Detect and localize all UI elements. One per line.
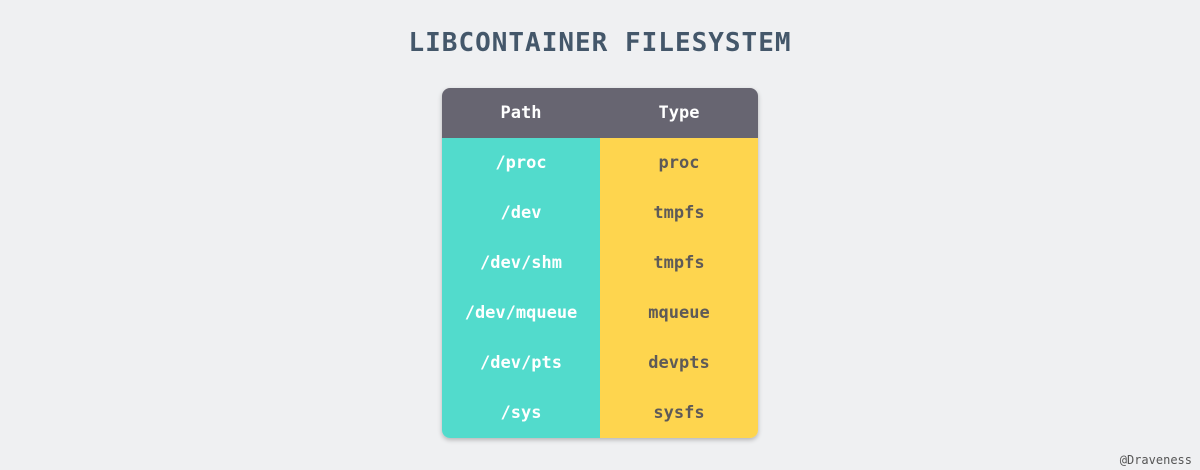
type-cell: sysfs bbox=[600, 388, 758, 438]
diagram-title: LIBCONTAINER FILESYSTEM bbox=[408, 28, 792, 58]
path-cell: /sys bbox=[442, 388, 600, 438]
type-cell: devpts bbox=[600, 338, 758, 388]
path-cell: /dev/shm bbox=[442, 238, 600, 288]
header-path: Path bbox=[500, 103, 542, 123]
type-cell: tmpfs bbox=[600, 238, 758, 288]
table-header: Path Type bbox=[442, 88, 758, 138]
type-cell: tmpfs bbox=[600, 188, 758, 238]
watermark: @Draveness bbox=[1119, 453, 1192, 467]
path-cell: /dev bbox=[442, 188, 600, 238]
type-cell: mqueue bbox=[600, 288, 758, 338]
path-cell: /dev/mqueue bbox=[442, 288, 600, 338]
type-cell: proc bbox=[600, 138, 758, 188]
path-cell: /dev/pts bbox=[442, 338, 600, 388]
path-cell: /proc bbox=[442, 138, 600, 188]
header-type: Type bbox=[658, 103, 700, 123]
